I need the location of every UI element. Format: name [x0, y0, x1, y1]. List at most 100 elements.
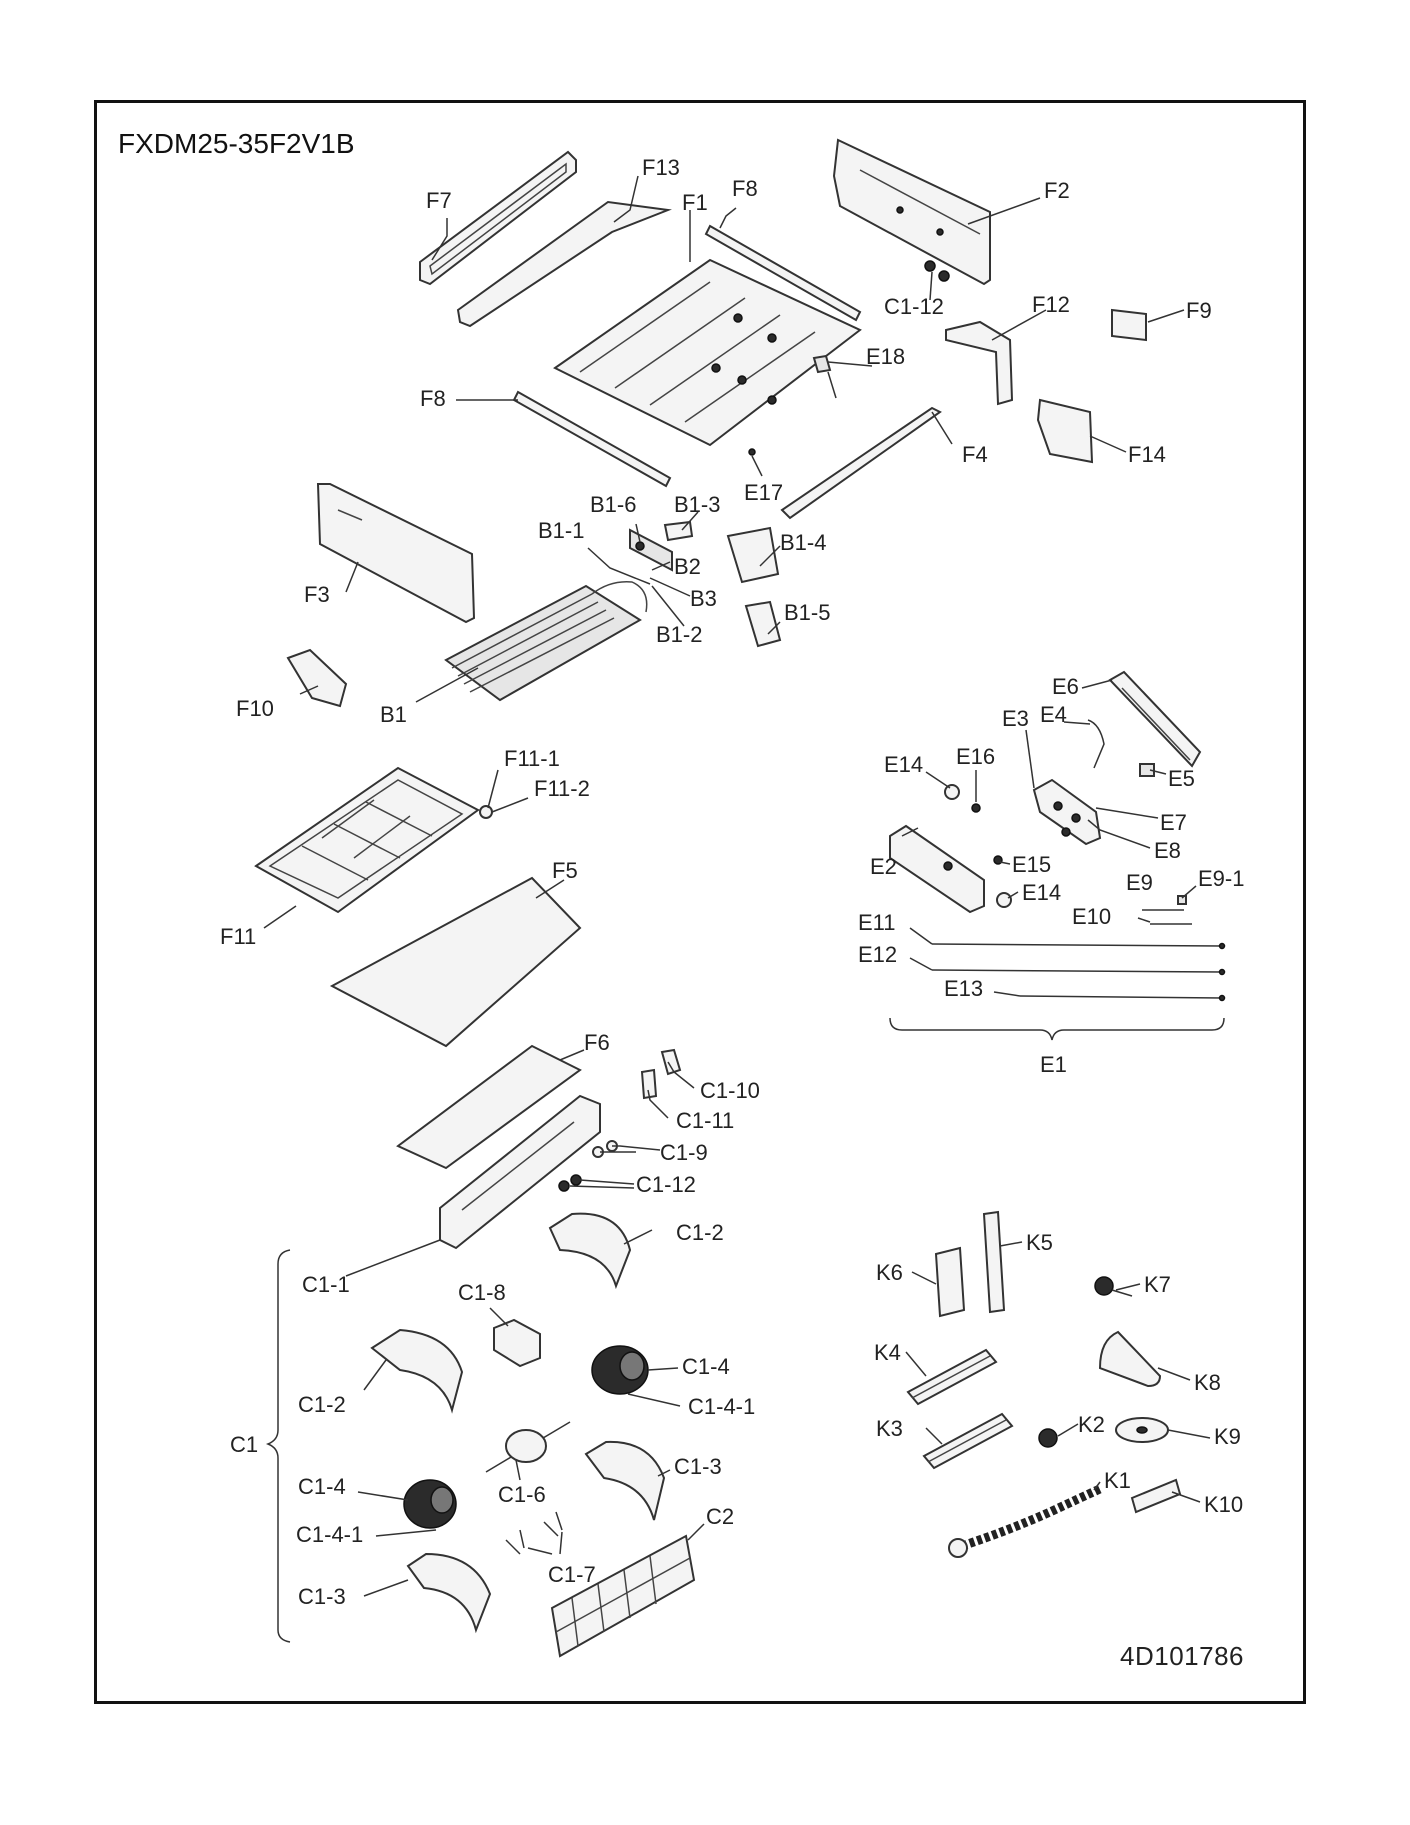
part-c1-3-left [406, 1552, 492, 1634]
label-f5: F5 [552, 858, 578, 883]
label-k5: K5 [1026, 1230, 1053, 1255]
label-f9: F9 [1186, 298, 1212, 323]
label-c1-4-1-left: C1-4-1 [296, 1522, 363, 1547]
bracket-c1 [265, 1249, 291, 1643]
label-b1-1: B1-1 [538, 518, 584, 543]
label-f6: F6 [584, 1030, 610, 1055]
part-f1 [553, 258, 862, 447]
part-c1-2-right [548, 1212, 632, 1290]
label-b1-2: B1-2 [656, 622, 702, 647]
label-e14-top: E14 [884, 752, 923, 777]
label-f1: F1 [682, 190, 708, 215]
label-f4: F4 [962, 442, 988, 467]
label-e3: E3 [1002, 706, 1029, 731]
label-k3: K3 [876, 1416, 903, 1441]
part-k8 [1098, 1330, 1162, 1388]
part-f6 [396, 1044, 582, 1170]
part-k2 [1038, 1428, 1058, 1448]
label-c1-7: C1-7 [548, 1562, 596, 1587]
part-c1-10-11 [640, 1048, 682, 1100]
label-f8-left: F8 [420, 386, 446, 411]
label-b3: B3 [690, 586, 717, 611]
label-c1-3-right: C1-3 [674, 1454, 722, 1479]
label-c1-9: C1-9 [660, 1140, 708, 1165]
label-c1-8: C1-8 [458, 1280, 506, 1305]
label-c1: C1 [230, 1432, 258, 1457]
part-f11 [254, 766, 493, 914]
label-e8: E8 [1154, 838, 1181, 863]
label-c1-4-left: C1-4 [298, 1474, 346, 1499]
part-k9 [1115, 1417, 1169, 1443]
part-f3 [316, 483, 476, 624]
part-f7 [419, 150, 577, 286]
label-k6: K6 [876, 1260, 903, 1285]
label-e9: E9 [1126, 870, 1153, 895]
label-e12: E12 [858, 942, 897, 967]
part-e4-e5 [1087, 719, 1155, 777]
document-number: 4D101786 [1120, 1641, 1244, 1671]
part-f8-left [512, 390, 672, 488]
label-e10: E10 [1072, 904, 1111, 929]
label-e4: E4 [1040, 702, 1067, 727]
label-b1-5: B1-5 [784, 600, 830, 625]
part-c1-6 [485, 1421, 571, 1473]
part-f14 [1036, 398, 1094, 464]
part-e2 [889, 824, 985, 914]
label-c1-10: C1-10 [700, 1078, 760, 1103]
label-f7: F7 [426, 188, 452, 213]
label-e7: E7 [1160, 810, 1187, 835]
part-f5 [329, 876, 582, 1048]
part-e18-e17 [748, 354, 837, 456]
part-e3 [1032, 778, 1102, 846]
label-f14: F14 [1128, 442, 1166, 467]
part-f9 [1111, 308, 1147, 342]
label-f10: F10 [236, 696, 274, 721]
label-f13: F13 [642, 155, 680, 180]
label-f11-1: F11-1 [504, 746, 560, 771]
label-c1-2-right: C1-2 [676, 1220, 724, 1245]
part-b1-group [444, 520, 782, 702]
label-b1-3: B1-3 [674, 492, 720, 517]
label-k4: K4 [874, 1340, 901, 1365]
label-f11: F11 [220, 924, 256, 949]
part-k10 [1130, 1478, 1182, 1514]
label-f12: F12 [1032, 292, 1070, 317]
label-b2: B2 [674, 554, 701, 579]
part-c1-9 [592, 1140, 618, 1158]
label-e11: E11 [858, 910, 896, 935]
label-k2: K2 [1078, 1412, 1105, 1437]
label-e9-1: E9-1 [1198, 866, 1244, 891]
label-c1-12-top: C1-12 [884, 294, 944, 319]
part-c1-4-right [591, 1345, 649, 1395]
label-c1-3-left: C1-3 [298, 1584, 346, 1609]
part-c1-8 [493, 1318, 541, 1368]
part-f12 [945, 320, 1014, 406]
label-c1-11: C1-11 [676, 1108, 734, 1133]
part-c2 [550, 1534, 696, 1658]
label-b1: B1 [380, 702, 407, 727]
label-f2: F2 [1044, 178, 1070, 203]
part-k5 [982, 1210, 1006, 1314]
label-f11-2: F11-2 [534, 776, 590, 801]
label-f8-top: F8 [732, 176, 758, 201]
label-b1-4: B1-4 [780, 530, 826, 555]
label-c1-4-right: C1-4 [682, 1354, 730, 1379]
part-e9-e10 [1142, 895, 1192, 925]
label-k1: K1 [1104, 1468, 1131, 1493]
model-title: FXDM25-35F2V1B [118, 128, 355, 159]
label-c1-4-1-right: C1-4-1 [688, 1394, 755, 1419]
bracket-e1 [889, 1017, 1225, 1041]
part-c1-3-right [584, 1440, 666, 1521]
part-e6 [1108, 670, 1202, 768]
label-c1-1: C1-1 [302, 1272, 350, 1297]
label-e17: E17 [744, 480, 783, 505]
label-c2: C2 [706, 1504, 734, 1529]
part-k4 [906, 1348, 998, 1406]
part-f2 [832, 138, 991, 286]
label-e18: E18 [866, 344, 905, 369]
part-c1-7 [505, 1511, 563, 1555]
part-c1-12-top [924, 260, 950, 282]
part-f13 [456, 200, 672, 328]
part-k1 [948, 1483, 1104, 1558]
